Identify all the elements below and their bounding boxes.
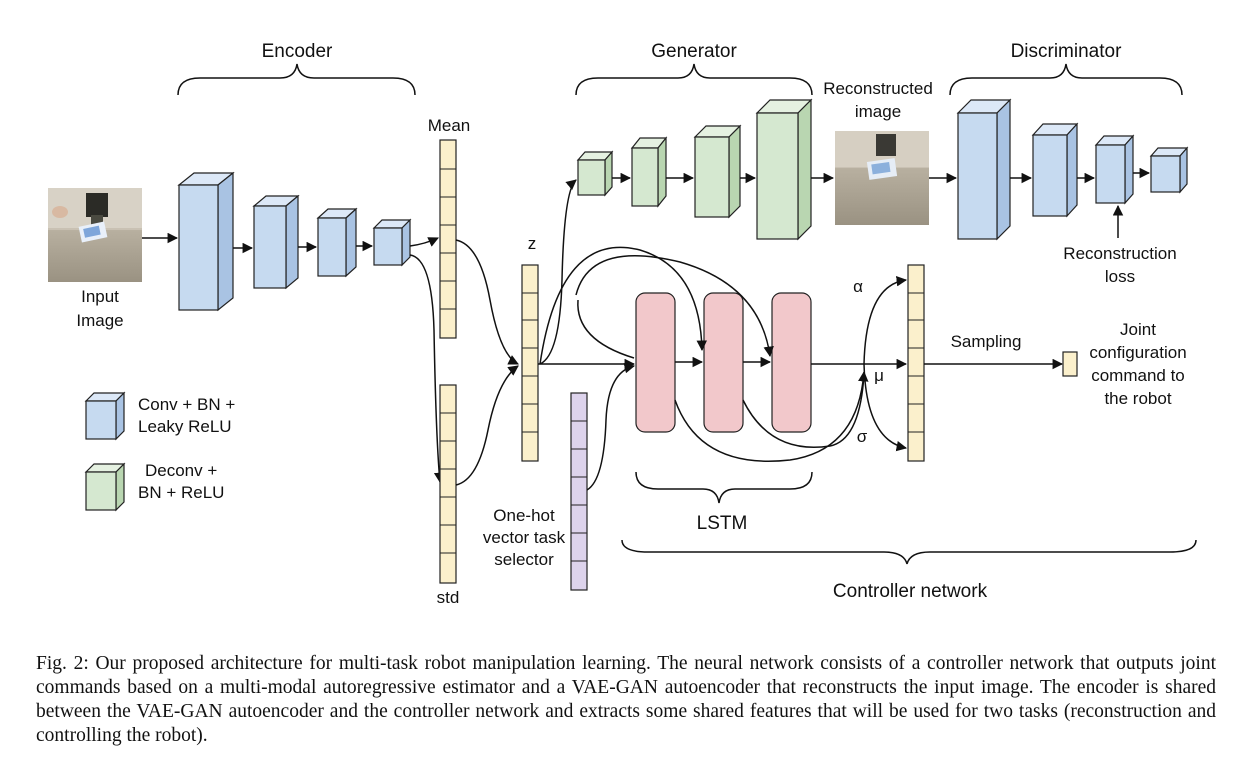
arrow-skip-bend (577, 299, 635, 359)
discriminator-conv-block-2 (1031, 122, 1079, 218)
legend-conv-label-line2: Leaky ReLU (138, 417, 232, 436)
reconstructed-image (835, 131, 929, 225)
arrow-mean-to-z (455, 239, 519, 365)
legend-deconv-swatch (84, 462, 126, 512)
arrow-z-skip-to-lstm2 (539, 246, 708, 365)
encoder-conv-block-2 (252, 194, 300, 290)
controller-brace (621, 539, 1197, 565)
lstm-unit-1 (635, 292, 676, 433)
arrow-lstm2-to-output (742, 373, 865, 448)
arrow-std-to-z (455, 365, 519, 486)
generator-deconv-block-4 (755, 98, 813, 241)
lstm-brace (635, 471, 813, 504)
encoder-conv-block-4 (372, 218, 412, 267)
reconstructed-label-line2: image (855, 102, 901, 121)
input-image-label-line1: Input (81, 287, 119, 306)
reconstruction-loss-label-line2: loss (1105, 267, 1135, 286)
arrow-encoder-to-std (409, 254, 445, 484)
joint-label-line2: configuration (1089, 343, 1186, 362)
std-vector (439, 384, 457, 584)
discriminator-conv-block-1 (956, 98, 1012, 241)
generator-label: Generator (651, 41, 737, 62)
mean-vector (439, 139, 457, 339)
reconstructed-label-line1: Reconstructed (823, 79, 933, 98)
encoder-label: Encoder (262, 41, 333, 62)
discriminator-label: Discriminator (1011, 41, 1123, 62)
figure-caption: Fig. 2: Our proposed architecture for mu… (36, 653, 1216, 746)
arrow-z-to-generator (539, 179, 577, 365)
mu-label: μ (874, 366, 884, 385)
arrow-to-sigma (863, 363, 908, 452)
arrow-skip-to-lstm3 (575, 255, 774, 358)
discriminator-conv-block-4 (1149, 146, 1189, 194)
generator-brace (575, 63, 813, 96)
alpha-label: α (853, 277, 863, 296)
lstm-unit-3 (771, 292, 812, 433)
encoder-brace (177, 63, 416, 96)
arrow-encoder-to-mean (409, 237, 439, 247)
encoder-conv-block-1 (177, 171, 235, 312)
std-label: std (437, 588, 460, 607)
joint-command-cell (1062, 351, 1078, 377)
arrow-to-alpha (863, 275, 908, 365)
sigma-label: σ (857, 427, 868, 446)
sampling-label: Sampling (951, 332, 1022, 351)
joint-label-line4: the robot (1104, 389, 1171, 408)
encoder-conv-block-3 (316, 207, 358, 278)
arrow-lstm1-to-output (674, 370, 869, 462)
legend-deconv-label-line2: BN + ReLU (138, 483, 224, 502)
lstm-unit-2 (703, 292, 744, 433)
input-image-label-line2: Image (76, 311, 123, 330)
output-vector (907, 264, 925, 462)
controller-label: Controller network (833, 581, 988, 602)
legend-conv-swatch (84, 391, 126, 441)
architecture-diagram: Encoder Generator Discriminator LSTM Con… (48, 41, 1197, 607)
lstm-label: LSTM (697, 513, 748, 534)
discriminator-conv-block-3 (1094, 134, 1135, 205)
legend-conv-label-line1: Conv + BN + (138, 395, 235, 414)
joint-label-line3: command to (1091, 366, 1185, 385)
onehot-label-line1: One-hot (493, 506, 555, 525)
joint-label-line1: Joint (1120, 320, 1156, 339)
legend-deconv-label-line1: Deconv + (145, 461, 217, 480)
generator-deconv-block-2 (630, 136, 668, 208)
generator-deconv-block-3 (693, 124, 742, 219)
discriminator-brace (949, 63, 1183, 96)
mean-label: Mean (428, 116, 471, 135)
z-label: z (528, 234, 537, 253)
z-vector (521, 264, 539, 462)
generator-deconv-block-1 (576, 150, 614, 197)
reconstruction-loss-label-line1: Reconstruction (1063, 244, 1176, 263)
onehot-label-line3: selector (494, 550, 554, 569)
onehot-vector (570, 392, 588, 591)
arrow-onehot-to-lstm1 (586, 363, 636, 491)
input-image (48, 188, 142, 282)
onehot-label-line2: vector task (483, 528, 566, 547)
